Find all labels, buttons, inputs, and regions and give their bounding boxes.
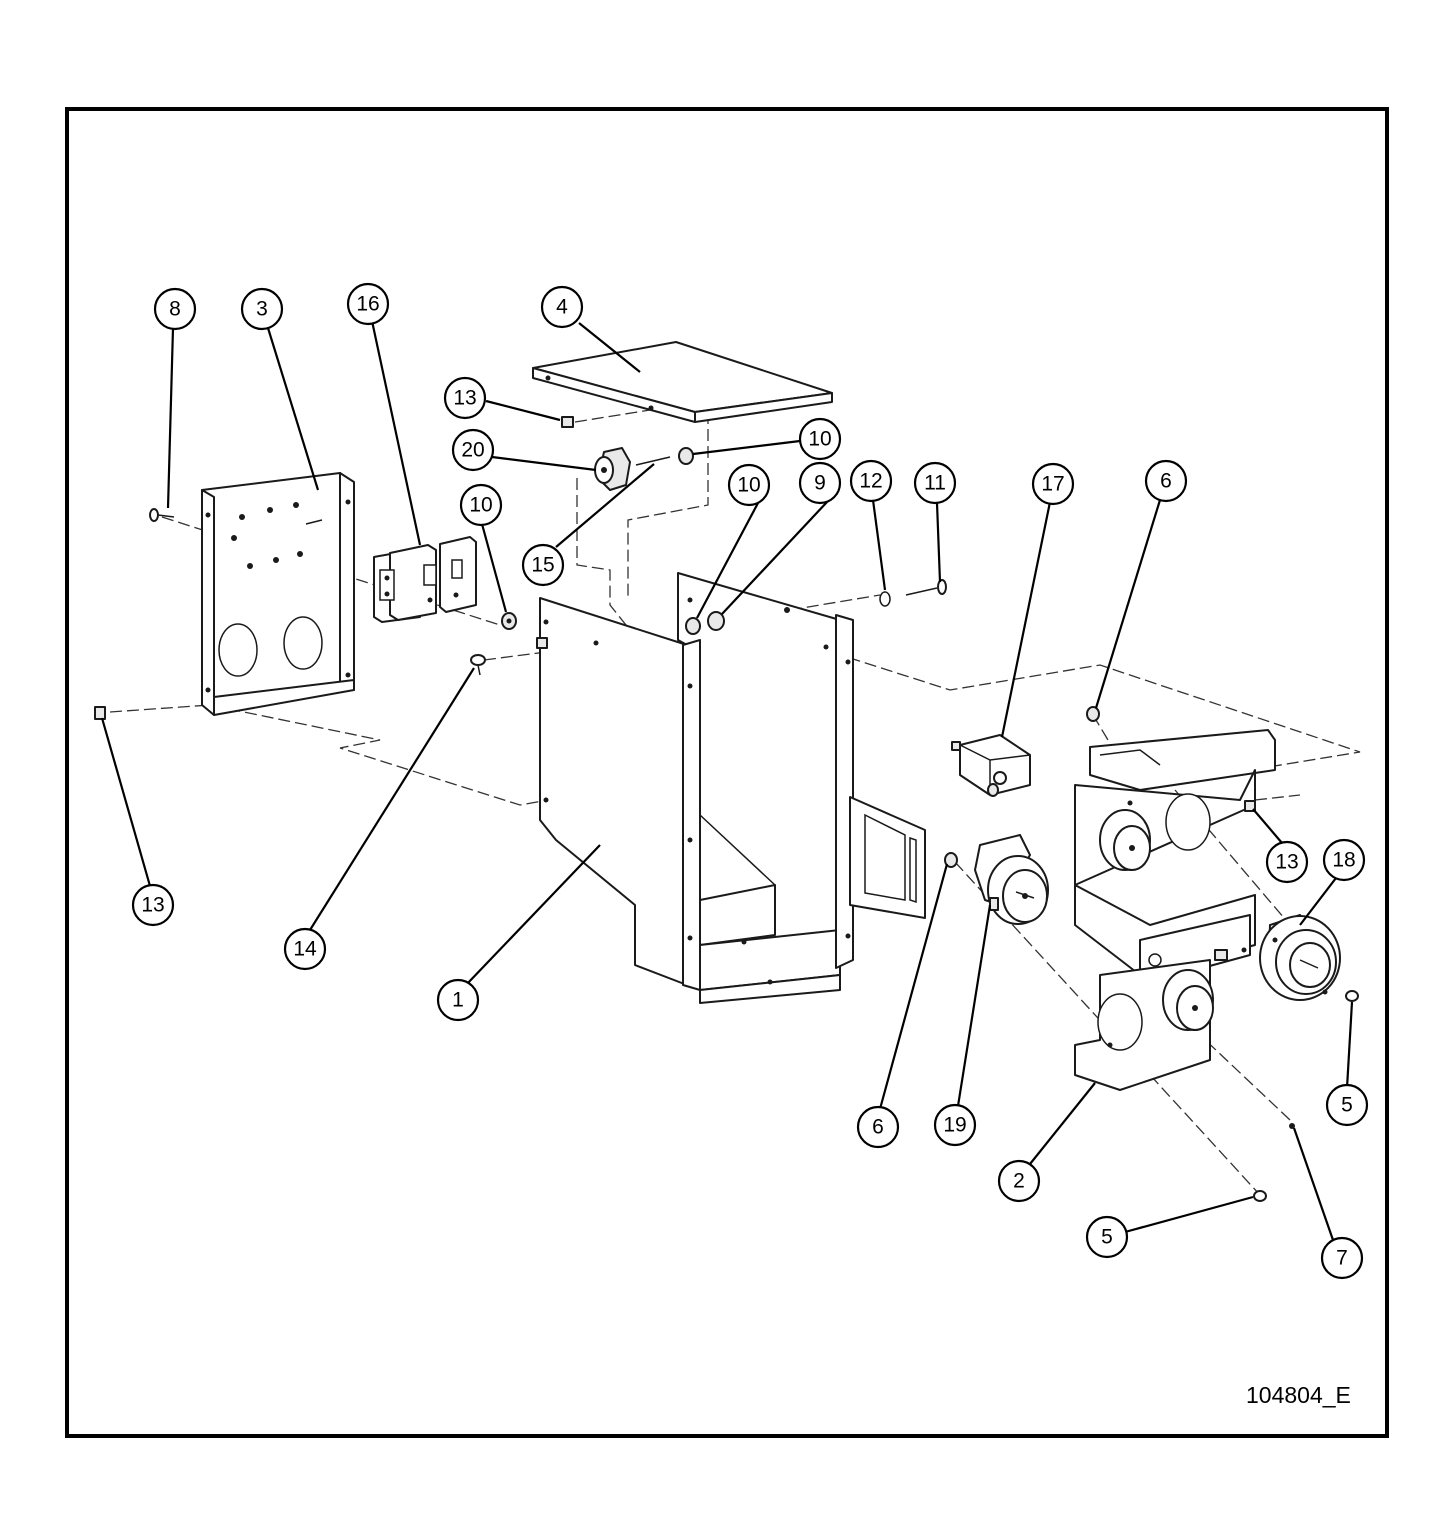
svg-text:12: 12 (859, 470, 882, 493)
part-17-switch (951, 734, 1031, 797)
callout-2: 2 (997, 1159, 1041, 1203)
part-20-knob (594, 447, 631, 491)
callout-1: 1 (436, 978, 480, 1022)
svg-text:15: 15 (531, 554, 554, 577)
drawing-id-number: 104804_E (1246, 1382, 1351, 1408)
part-13-screw-left (94, 706, 106, 720)
callout-13-left: 13 (131, 883, 175, 927)
svg-text:18: 18 (1332, 849, 1355, 872)
leader-lines (100, 320, 1354, 1241)
callout-7: 7 (1320, 1236, 1364, 1280)
svg-text:19: 19 (943, 1114, 966, 1137)
callout-4: 4 (540, 285, 584, 329)
part-2-front-panel (1074, 729, 1276, 1091)
callout-9: 9 (798, 461, 842, 505)
svg-text:3: 3 (256, 298, 268, 321)
part-10-nut-terminal (501, 612, 517, 630)
part-15-stud (635, 456, 671, 466)
callout-18: 18 (1322, 838, 1366, 882)
callout-17: 17 (1031, 462, 1075, 506)
part-8-screw (149, 508, 175, 522)
part-3-rear-plate (201, 472, 355, 716)
callout-16: 16 (346, 282, 390, 326)
part-19-receptacle (974, 834, 1049, 925)
svg-text:1: 1 (452, 989, 464, 1012)
part-1-main-housing (536, 572, 926, 1004)
part-6-nut-upper (1086, 706, 1100, 722)
callout-10-mid: 10 (727, 463, 771, 507)
svg-text:17: 17 (1041, 473, 1064, 496)
callout-5-bottom: 5 (1085, 1215, 1129, 1259)
svg-text:6: 6 (1160, 470, 1172, 493)
svg-text:13: 13 (141, 894, 164, 917)
callout-13-right: 13 (1265, 840, 1309, 884)
svg-text:11: 11 (924, 472, 946, 495)
part-7-washer (1289, 1123, 1295, 1129)
svg-text:5: 5 (1101, 1226, 1113, 1249)
svg-text:7: 7 (1336, 1247, 1348, 1270)
part-9-nut (707, 611, 725, 631)
svg-text:20: 20 (461, 439, 484, 462)
callout-14: 14 (283, 927, 327, 971)
callout-12: 12 (849, 459, 893, 503)
part-5-screw-right (1345, 990, 1359, 1002)
svg-text:10: 10 (737, 474, 760, 497)
part-10-nut-housing (685, 617, 701, 635)
part-14-screw (470, 654, 486, 676)
part-16-terminal-blocks (373, 536, 477, 623)
callout-15: 15 (521, 543, 565, 587)
svg-text:9: 9 (814, 472, 826, 495)
callout-20: 20 (451, 428, 495, 472)
callout-13-top: 13 (443, 376, 487, 420)
callout-19: 19 (933, 1103, 977, 1147)
svg-text:10: 10 (808, 428, 831, 451)
part-6-nut-lower (944, 852, 958, 868)
callout-5-right: 5 (1325, 1083, 1369, 1127)
part-5-screw-bottom (1253, 1190, 1267, 1202)
callout-10-top: 10 (798, 417, 842, 461)
part-13-screw-right (1244, 800, 1256, 812)
svg-text:4: 4 (556, 296, 568, 319)
callout-10-left: 10 (459, 483, 503, 527)
callout-8: 8 (153, 287, 197, 331)
callout-bubbles: 8 3 16 4 13 20 10 10 10 9 12 11 17 6 15 … (131, 282, 1369, 1280)
svg-text:5: 5 (1341, 1094, 1353, 1117)
svg-text:2: 2 (1013, 1170, 1025, 1193)
part-10-nut-top (678, 447, 694, 465)
callout-3: 3 (240, 287, 284, 331)
svg-text:10: 10 (469, 494, 492, 517)
callout-6-top: 6 (1144, 459, 1188, 503)
part-13-screw-cover (561, 416, 574, 428)
part-12-washer (879, 591, 891, 607)
svg-text:16: 16 (356, 293, 379, 316)
svg-text:13: 13 (453, 387, 476, 410)
part-4-top-cover (532, 341, 833, 423)
svg-text:13: 13 (1275, 851, 1298, 874)
part-11-bolt (905, 579, 947, 596)
drawing-border (65, 107, 1389, 1438)
svg-text:6: 6 (872, 1116, 884, 1139)
callout-11: 11 (913, 461, 957, 505)
callout-6-bottom: 6 (856, 1105, 900, 1149)
part-18-inlet (1259, 914, 1341, 1001)
svg-text:8: 8 (169, 298, 181, 321)
svg-text:14: 14 (293, 938, 317, 961)
